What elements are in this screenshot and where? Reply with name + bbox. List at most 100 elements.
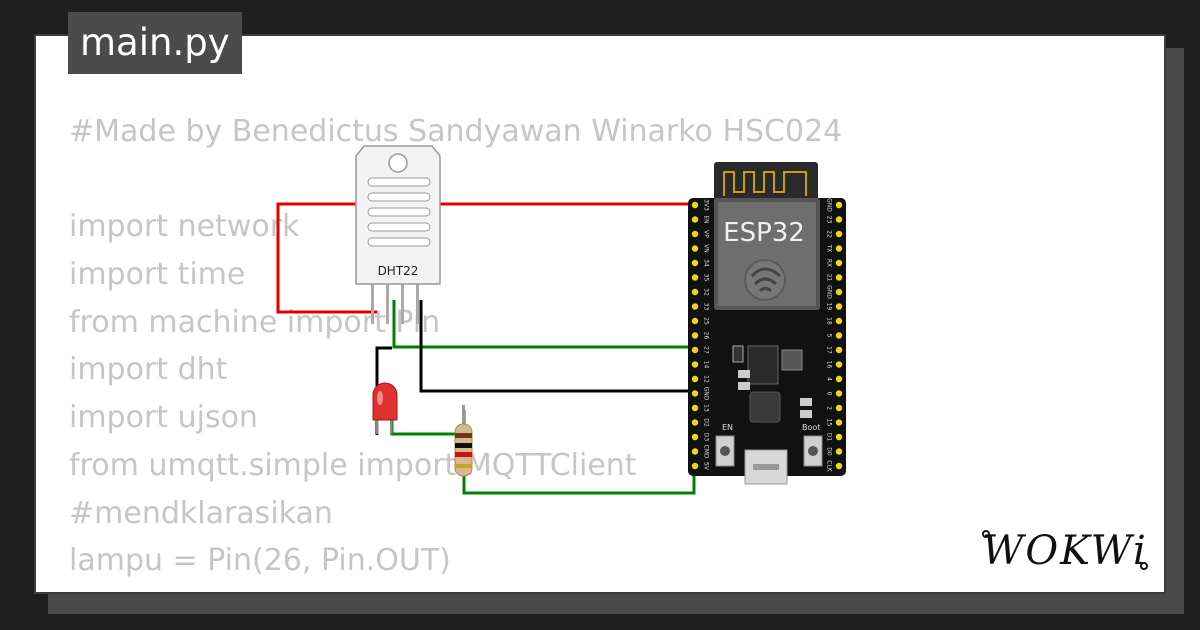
left-pin-label: 35 xyxy=(703,274,710,282)
esp32-board[interactable]: ESP32 EN Boot 3V3ENVPVN34353233252627141… xyxy=(688,162,846,485)
left-pin-label: 34 xyxy=(703,259,710,267)
left-pin-label: 32 xyxy=(703,288,710,296)
dht22-label: DHT22 xyxy=(378,264,419,278)
wire-green-resistor xyxy=(462,335,696,495)
left-pin-label: CMD xyxy=(703,445,710,459)
left-pin-label: 27 xyxy=(703,346,710,354)
code-line: #mendklarasikan xyxy=(69,495,333,531)
left-pin-0[interactable] xyxy=(691,201,699,209)
right-pin-13[interactable] xyxy=(835,390,843,397)
right-pin-16[interactable] xyxy=(835,433,843,441)
left-pin-7[interactable] xyxy=(691,303,699,310)
right-pin-9[interactable] xyxy=(835,332,843,339)
left-pin-8[interactable] xyxy=(691,317,699,325)
left-pin-14[interactable] xyxy=(691,404,699,412)
right-pin-label: 22 xyxy=(826,230,833,238)
right-pin-18[interactable] xyxy=(835,462,843,470)
wokwi-logo-text: WOKWi xyxy=(982,528,1148,574)
left-pin-label: VP xyxy=(703,230,710,238)
right-pin-0[interactable] xyxy=(835,201,843,209)
left-pin-label: D2 xyxy=(703,418,710,427)
right-pin-label: 15 xyxy=(826,419,833,427)
right-pin-label: GND xyxy=(826,285,833,299)
right-pin-15[interactable] xyxy=(835,419,843,426)
right-pin-label: D1 xyxy=(826,433,833,442)
left-pin-2[interactable] xyxy=(691,230,699,238)
file-tab[interactable]: main.py xyxy=(68,12,242,74)
left-pin-9[interactable] xyxy=(691,332,699,339)
left-pin-label: 5V xyxy=(703,462,710,471)
right-pin-label: 18 xyxy=(826,317,833,325)
wokwi-logo: WOKWi xyxy=(982,528,1148,574)
right-pin-3[interactable] xyxy=(835,245,843,252)
right-pin-label: 17 xyxy=(826,346,833,354)
left-pin-5[interactable] xyxy=(691,274,699,281)
right-pin-2[interactable] xyxy=(835,230,843,238)
usb-port[interactable] xyxy=(744,449,788,485)
left-pin-label: 26 xyxy=(703,332,710,340)
right-pin-label: TX xyxy=(826,244,833,253)
right-pin-label: D0 xyxy=(826,447,833,456)
right-pin-label: 16 xyxy=(826,361,833,369)
right-pin-1[interactable] xyxy=(835,216,843,223)
boot-button[interactable] xyxy=(803,435,823,467)
resistor[interactable] xyxy=(454,405,473,477)
right-pin-12[interactable] xyxy=(835,375,843,383)
left-pin-13[interactable] xyxy=(691,390,699,397)
right-pin-8[interactable] xyxy=(835,317,843,325)
right-pin-6[interactable] xyxy=(835,288,843,296)
right-pin-7[interactable] xyxy=(835,303,843,310)
left-pin-label: 14 xyxy=(703,361,710,369)
code-preview: #Made by Benedictus Sandyawan Winarko HS… xyxy=(69,108,843,592)
en-label: EN xyxy=(722,423,733,432)
left-pin-3[interactable] xyxy=(691,245,699,252)
right-pin-4[interactable] xyxy=(835,259,843,267)
left-pin-11[interactable] xyxy=(691,361,699,368)
right-pin-5[interactable] xyxy=(835,274,843,281)
code-line: import ujson xyxy=(69,400,258,436)
en-button[interactable] xyxy=(715,435,735,467)
right-pin-label: 23 xyxy=(826,216,833,224)
wire-green-sensor xyxy=(392,300,694,349)
left-pin-label: 3V3 xyxy=(703,199,710,211)
right-pin-11[interactable] xyxy=(835,361,843,368)
code-line: from umqtt.simple import MQTTClient xyxy=(69,447,637,483)
left-pin-label: GND xyxy=(703,387,710,401)
right-pin-label: 21 xyxy=(826,274,833,282)
left-pin-4[interactable] xyxy=(691,259,699,267)
right-pin-label: 4 xyxy=(826,377,833,381)
board-label: ESP32 xyxy=(723,218,805,248)
left-pin-1[interactable] xyxy=(691,216,699,223)
right-pin-label: CLK xyxy=(826,460,833,473)
boot-label: Boot xyxy=(802,423,820,432)
left-pin-18[interactable] xyxy=(691,462,699,470)
right-pin-label: 2 xyxy=(826,406,833,410)
left-pin-label: VN xyxy=(703,244,710,253)
left-pin-12[interactable] xyxy=(691,375,699,383)
right-pin-17[interactable] xyxy=(835,448,843,455)
right-pin-label: 5 xyxy=(826,334,833,338)
wire-green-led xyxy=(390,410,466,436)
right-pin-label: RX xyxy=(826,259,833,267)
left-pin-label: 33 xyxy=(703,303,710,311)
left-pin-label: 13 xyxy=(703,404,710,412)
left-pin-label: D3 xyxy=(703,433,710,442)
code-line: #Made by Benedictus Sandyawan Winarko HS… xyxy=(69,114,843,149)
left-pin-6[interactable] xyxy=(691,288,699,296)
left-pin-label: 12 xyxy=(703,375,710,383)
code-line: import dht xyxy=(69,352,228,388)
red-led[interactable] xyxy=(372,382,398,434)
code-line: import time xyxy=(69,257,246,293)
dht22-sensor[interactable]: DHT22 xyxy=(355,145,441,324)
left-pin-10[interactable] xyxy=(691,346,699,354)
right-pin-label: 0 xyxy=(826,392,833,396)
left-pin-16[interactable] xyxy=(691,433,699,441)
right-pin-14[interactable] xyxy=(835,404,843,412)
wire-red xyxy=(276,202,694,314)
left-pin-15[interactable] xyxy=(691,419,699,426)
left-pin-17[interactable] xyxy=(691,448,699,455)
preview-card: #Made by Benedictus Sandyawan Winarko HS… xyxy=(34,34,1166,594)
right-pin-10[interactable] xyxy=(835,346,843,354)
